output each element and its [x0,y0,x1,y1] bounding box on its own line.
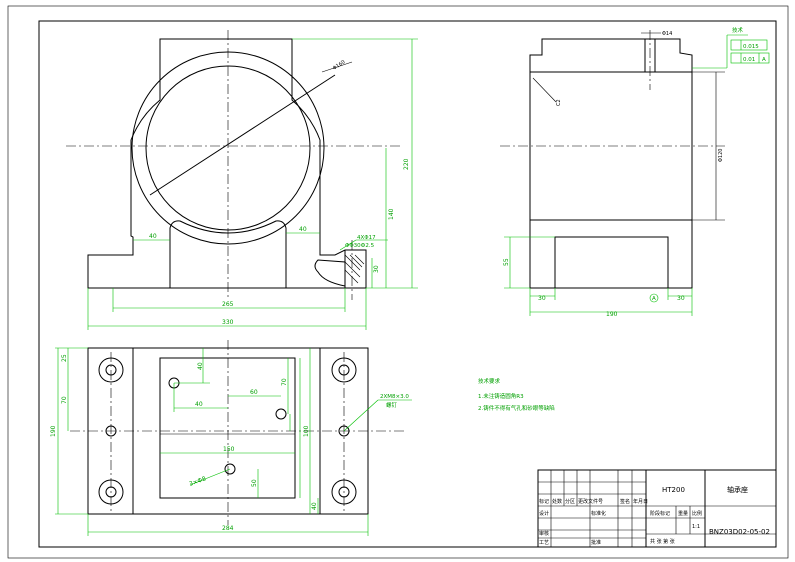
top-left-1: 25 [61,354,68,362]
dim-length-total: 330 [222,319,234,326]
tb-sign: 签名 [620,498,630,505]
front-outline [87,38,367,289]
thread-hole-2 [275,408,287,420]
thread-note: 3×Φ8 [188,475,207,488]
top-inner-1: 40 [197,362,204,370]
front-view: Φ160 220 140 30 40 40 265 330 4XΦ17 ΦΦ30… [66,30,418,330]
tb-approve: 批准 [591,539,601,546]
outer-frame [7,5,789,559]
tb-zone: 分区 [565,498,575,505]
top-left-3: 190 [50,425,57,437]
tb-process: 工艺 [539,540,549,546]
diameter-label: Φ160 [332,59,347,71]
diameter-tail [321,61,353,73]
tb-scale-value: 1:1 [692,524,700,530]
section-left-wall: 30 [538,295,546,302]
thread-hole-3 [224,463,236,475]
side-hatch [344,254,365,284]
groove-dim: Φ14 [662,31,672,37]
hole-note-1: 4XΦ17 [357,235,376,241]
slot-note: 2XM8×3.0 [380,394,409,400]
top-left-2: 70 [61,396,68,404]
top-view: 190 25 70 40 40 60 70 50 100 40 150 3×Φ8… [50,340,412,536]
tb-review: 审核 [539,530,549,537]
tb-change-doc: 更改文件号 [578,498,603,505]
section-top-wall [529,38,693,73]
tech-item-2: 2.铸件不得有气孔和砂眼等缺陷 [478,404,555,412]
top-inner-3: 70 [281,378,288,386]
section-right-wall: 30 [677,295,685,302]
tb-stage: 阶段标记 [650,510,670,517]
tol-title: 技术 [732,26,744,34]
dim-foot-width: 40 [149,233,157,240]
top-total-length: 284 [222,525,234,532]
top-inner-rect [159,357,296,499]
tb-scale: 比例 [692,510,702,517]
tb-sheets: 共 张 第 张 [650,538,675,545]
datum-symbol [649,293,659,303]
dim-length-inner: 265 [222,301,234,308]
section-base-height: 55 [503,258,510,266]
tech-requirements: 技术要求 1.未注铸造圆角R3 2.铸件不得有气孔和砂眼等缺陷 [478,377,555,412]
dim-inner-step: 40 [299,226,307,233]
tb-mark: 标记 [539,498,549,505]
chamfer-label: C2 [556,99,562,106]
bore-dim: Φ120 [718,149,724,162]
diameter-leader [149,74,336,196]
title-block: 标记 处数 分区 更改文件号 签名 年月日 设计 标准化 审核 工艺 批准 HT… [537,469,777,548]
tol-value-2: 0.01 [743,57,755,63]
top-inner-4: 60 [250,389,258,396]
base-cavity [554,236,669,289]
top-inner-5: 50 [251,479,258,487]
tol-datum: A [762,57,766,63]
slot-note-2: 螺钉 [386,401,398,409]
tb-standard: 标准化 [591,510,606,517]
section-view: C2 Φ14 Φ120 技术 0.015 0.01 A 55 30 30 [500,26,770,318]
tb-material: HT200 [662,486,685,494]
top-inner-6: 100 [303,425,310,437]
top-width-inner: 150 [223,446,235,453]
tol-frame-2 [730,52,770,64]
tb-part-name: 轴承座 [727,485,748,494]
dim-height-total: 220 [403,158,410,170]
top-right-1: 40 [311,502,318,510]
hole-note-2: ΦΦ30Ф2.5 [345,243,375,249]
side-bolt-hole [314,259,346,287]
tb-date: 年月日 [633,498,648,505]
dim-base-height: 30 [373,265,380,273]
tech-title: 技术要求 [478,377,501,385]
tol-frame-1 [730,39,768,51]
dim-center-height: 140 [388,208,395,220]
tb-count: 处数 [552,498,562,505]
drawing-border [38,20,777,548]
top-inner-2: 40 [195,401,203,408]
datum-label: A [652,296,656,302]
section-width: 190 [606,311,618,318]
tb-weight: 重量 [678,510,688,517]
tech-item-1: 1.未注铸造圆角R3 [478,392,524,400]
tol-value-1: 0.015 [743,44,759,50]
tb-drawing-no: BNZ03D02-05-02 [709,528,770,536]
tb-design: 设计 [539,510,549,517]
